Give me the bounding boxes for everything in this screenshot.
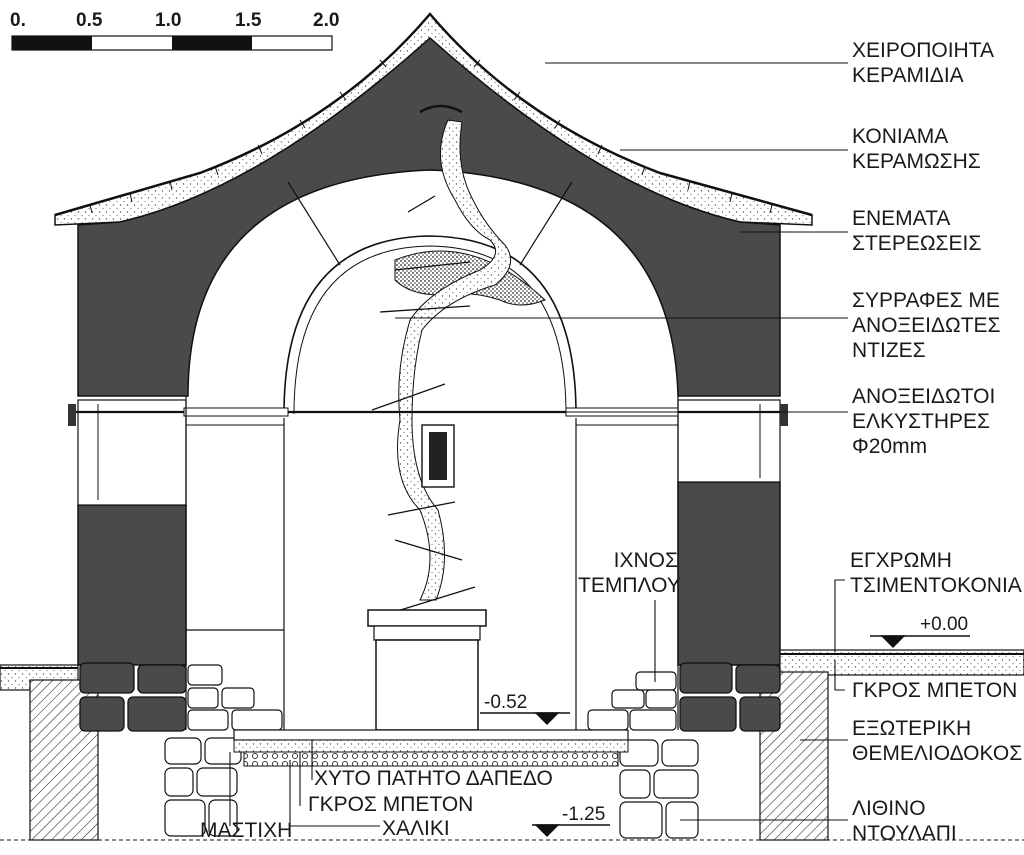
wall-crack [397,119,512,601]
roof-tile-line [54,12,813,217]
level-base: -1.25 [562,804,606,825]
label-grey-concrete-outer: ΓΚΡΟΣ ΜΠΕΤΟΝ [852,679,1018,702]
label-mastic: ΜΑΣΤΙΧΗ [200,819,293,842]
masonry-shell [77,36,781,397]
label-roof-tiles: ΧΕΙΡΟΠΟΙΗΤΑ ΚΕΡΑΜΙΔΙΑ [852,39,994,87]
label-colored-cement: ΕΓΧΡΩΜΗ ΤΣΙΜΕΝΤΟΚΟΝΙΑ [850,549,1022,597]
label-gravel: ΧΑΛΙΚΙ [382,817,450,840]
stitching-bars [371,195,476,613]
scale-tick-1-5: 1.5 [235,10,262,31]
scale-tick-0-5: 0.5 [76,10,103,31]
stone-base-left [79,662,187,732]
label-grout-injections: ΕΝΕΜΑΤΑ ΣΤΕΡΕΩΣΕΙΣ [852,207,982,255]
leader-lines [229,62,848,827]
label-stitching: ΣΥΡΡΑΦΕΣ ΜΕ ΑΝΟΞΕΙΔΩΤΕΣ ΝΤΙΖΕΣ [852,289,1001,362]
left-window [77,399,187,506]
inner-foundation-stones [164,737,699,839]
label-tiling-mortar: ΚΟΝΙΑΜΑ ΚΕΡΑΜΩΣΗΣ [852,125,981,173]
inner-arch [283,235,577,415]
scale-tick-0: 0. [10,10,26,31]
right-window [677,399,781,483]
label-outer-foundation-beam: ΕΞΩΤΕΡΙΚΗ ΘΕΜΕΛΙΟΔΟΚΟΣ [852,717,1023,765]
label-templon-trace: ΙΧΝΟΣ ΤΕΜΠΛΟΥ [578,549,681,597]
level-floor: -0.52 [484,692,528,713]
label-tie-rods: ΑΝΟΞΕΙΔΩΤΟΙ ΕΛΚΥΣΤΗΡΕΣ Φ20mm [852,385,996,458]
level-markers [480,635,970,837]
label-cast-floor: ΧΥΤΟ ΠΑΤΗΤΟ ΔΑΠΕΔΟ [314,767,553,790]
scale-tick-1-0: 1.0 [155,10,182,31]
label-stone-cupboard: ΛΙΘΙΝΟ ΝΤΟΥΛΑΠΙ [852,797,957,845]
altar [367,609,487,731]
scale-tick-2-0: 2.0 [313,10,340,31]
label-grey-concrete: ΓΚΡΟΣ ΜΠΕΤΟΝ [308,793,474,816]
right-wall-lower [677,481,781,666]
left-wall-lower [77,504,187,666]
level-ground: +0.00 [920,614,969,635]
floor-layers [233,729,629,767]
stone-base-right [679,662,781,732]
roof-tile-segments [89,59,773,214]
stone-steps [187,664,677,731]
scale-bar [11,35,333,51]
